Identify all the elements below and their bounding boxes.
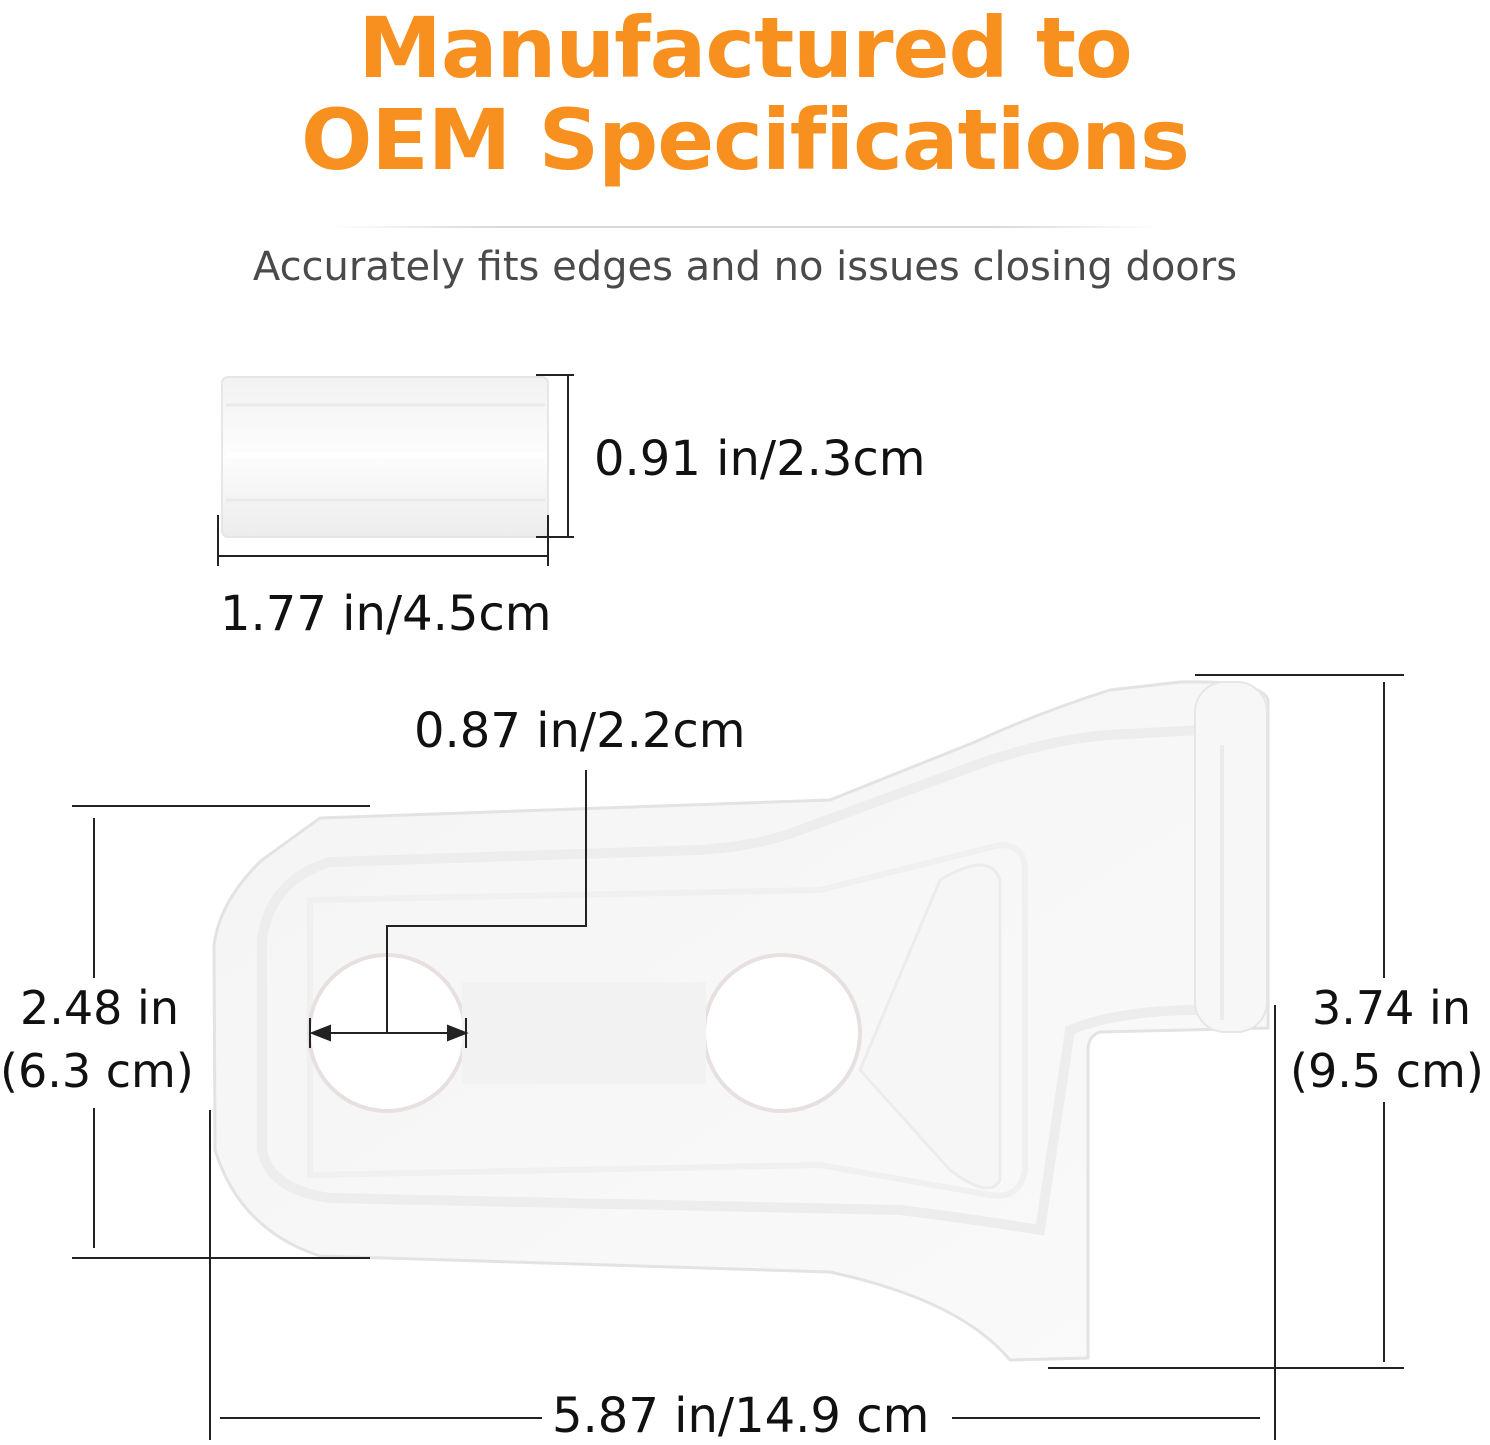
total-height-cm-label: (9.5 cm) — [1290, 1044, 1484, 1098]
total-height-in-label: 3.74 in — [1312, 981, 1471, 1035]
plate-height-cm-label: (6.3 cm) — [0, 1044, 194, 1098]
subtitle: Accurately fits edges and no issues clos… — [252, 244, 1238, 290]
headline-line-1: Manufactured to — [358, 0, 1132, 97]
hinge-plate-part — [212, 680, 1270, 1362]
pad-part — [221, 376, 549, 538]
pad-width-label: 1.77 in/4.5cm — [220, 586, 552, 642]
headline-line-2: OEM Specifications — [300, 91, 1190, 189]
total-width-label: 5.87 in/14.9 cm — [552, 1388, 930, 1444]
hole-diameter-label: 0.87 in/2.2cm — [414, 703, 746, 759]
pad-dimension-lines — [217, 374, 574, 566]
plate-height-in-label: 2.48 in — [20, 981, 179, 1035]
plate-dimension-lines — [72, 674, 1404, 1440]
pad-height-label: 0.91 in/2.3cm — [594, 431, 926, 487]
divider — [330, 226, 1160, 228]
